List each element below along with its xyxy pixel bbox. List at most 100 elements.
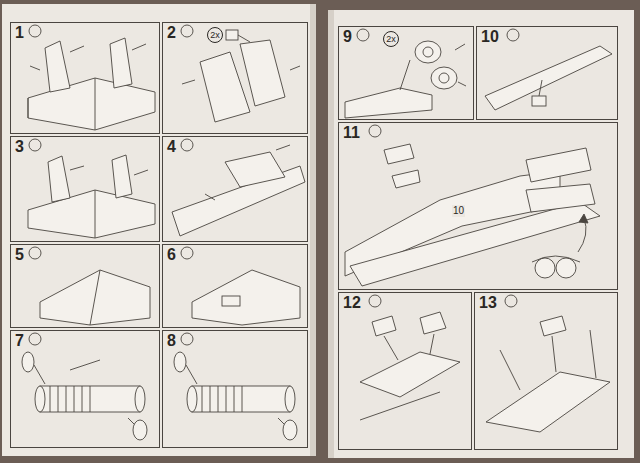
glue-icon xyxy=(29,139,41,151)
nose-part xyxy=(192,270,300,325)
step-panel: 1 xyxy=(10,22,160,134)
seat xyxy=(240,40,285,106)
disc xyxy=(283,420,297,440)
cylinder-end xyxy=(285,386,295,412)
part-edge xyxy=(95,190,96,238)
left-page xyxy=(2,4,316,456)
step-number: 12 xyxy=(343,294,361,312)
leader-line xyxy=(186,365,284,424)
part-edge xyxy=(90,270,100,325)
step-number: 8 xyxy=(167,332,176,350)
canopy-frame xyxy=(486,372,610,432)
quantity-badge: 2x xyxy=(383,31,399,47)
glue-icon xyxy=(181,247,193,259)
seat xyxy=(45,41,70,92)
seat xyxy=(112,155,132,198)
glue-icon xyxy=(369,125,381,137)
step-number: 4 xyxy=(167,138,176,156)
leader-line xyxy=(500,330,596,390)
step-number: 1 xyxy=(15,24,24,42)
small-part xyxy=(532,96,546,106)
leader-line xyxy=(182,35,300,84)
glue-icons xyxy=(29,25,519,345)
cockpit-tub xyxy=(28,190,155,238)
glue-icon xyxy=(357,29,369,41)
wheel xyxy=(556,258,576,278)
exhaust xyxy=(526,148,591,182)
step-number: 7 xyxy=(15,332,24,350)
step-number: 3 xyxy=(15,138,24,156)
ribbing xyxy=(50,386,90,412)
step-number: 6 xyxy=(167,246,176,264)
step-panel: 8 xyxy=(162,330,308,448)
step-panel: 5 xyxy=(10,244,160,328)
step-panel: 6 xyxy=(162,244,308,328)
canopy-part xyxy=(420,312,446,334)
leader-line xyxy=(539,80,542,96)
lower-fuselage xyxy=(350,202,600,286)
step-panel: 11 xyxy=(338,122,618,290)
canopy-part xyxy=(372,316,396,336)
nozzle-core xyxy=(439,73,449,83)
step-panel: 10 xyxy=(476,26,618,120)
step-panel: 13 xyxy=(474,292,618,450)
small-part xyxy=(222,296,240,306)
leader-line xyxy=(34,360,134,424)
glue-icon xyxy=(181,25,193,37)
step-number: 10 xyxy=(481,28,499,46)
nozzle xyxy=(431,67,457,89)
spine-shadow xyxy=(328,10,334,458)
step-panel: 22x xyxy=(162,22,308,134)
step-number: 13 xyxy=(479,294,497,312)
cylinder-end xyxy=(35,386,45,412)
leader-line xyxy=(360,334,440,420)
step-panel: 12 xyxy=(338,292,472,450)
disc xyxy=(174,352,186,372)
fuselage-rear xyxy=(345,88,432,118)
glue-icon xyxy=(29,25,41,37)
nozzle-core xyxy=(423,47,433,57)
cockpit-tub xyxy=(225,152,285,187)
parts xyxy=(22,30,612,440)
leader-line xyxy=(30,44,146,70)
leader-line xyxy=(70,166,148,175)
step-panel: 4 xyxy=(162,136,308,242)
glue-icon xyxy=(369,295,381,307)
exhaust xyxy=(526,184,595,212)
small-part xyxy=(226,30,238,40)
arrow-head xyxy=(579,214,588,223)
cylinder-end xyxy=(135,386,145,412)
seat xyxy=(48,156,70,202)
spine-shadow xyxy=(310,4,316,456)
nose-part xyxy=(40,270,150,325)
cylinder-end xyxy=(187,386,197,412)
fuselage-top xyxy=(485,46,612,110)
leader-line xyxy=(205,145,290,200)
leader-line xyxy=(400,44,466,90)
step-number: 9 xyxy=(343,28,352,46)
assembly-arrow xyxy=(578,218,586,252)
step-panel: 3 xyxy=(10,136,160,242)
right-page xyxy=(328,10,634,458)
step-panel: 7 xyxy=(10,330,160,448)
glue-icon xyxy=(181,333,193,345)
subassembly-reference: 10 xyxy=(452,205,465,217)
wheel xyxy=(535,258,555,278)
seat xyxy=(200,52,250,122)
exhaust-cylinder xyxy=(192,386,290,412)
seat xyxy=(110,38,132,88)
glue-icon xyxy=(181,139,193,151)
disc xyxy=(133,420,147,440)
glue-icon xyxy=(507,29,519,41)
canopy-frame xyxy=(360,352,460,397)
exhaust-cylinder xyxy=(40,386,140,412)
quantity-badge: 2x xyxy=(207,27,223,43)
cockpit-tub xyxy=(28,78,155,130)
small-part xyxy=(540,316,566,336)
canopy-part xyxy=(392,170,420,188)
ribbing xyxy=(202,386,242,412)
